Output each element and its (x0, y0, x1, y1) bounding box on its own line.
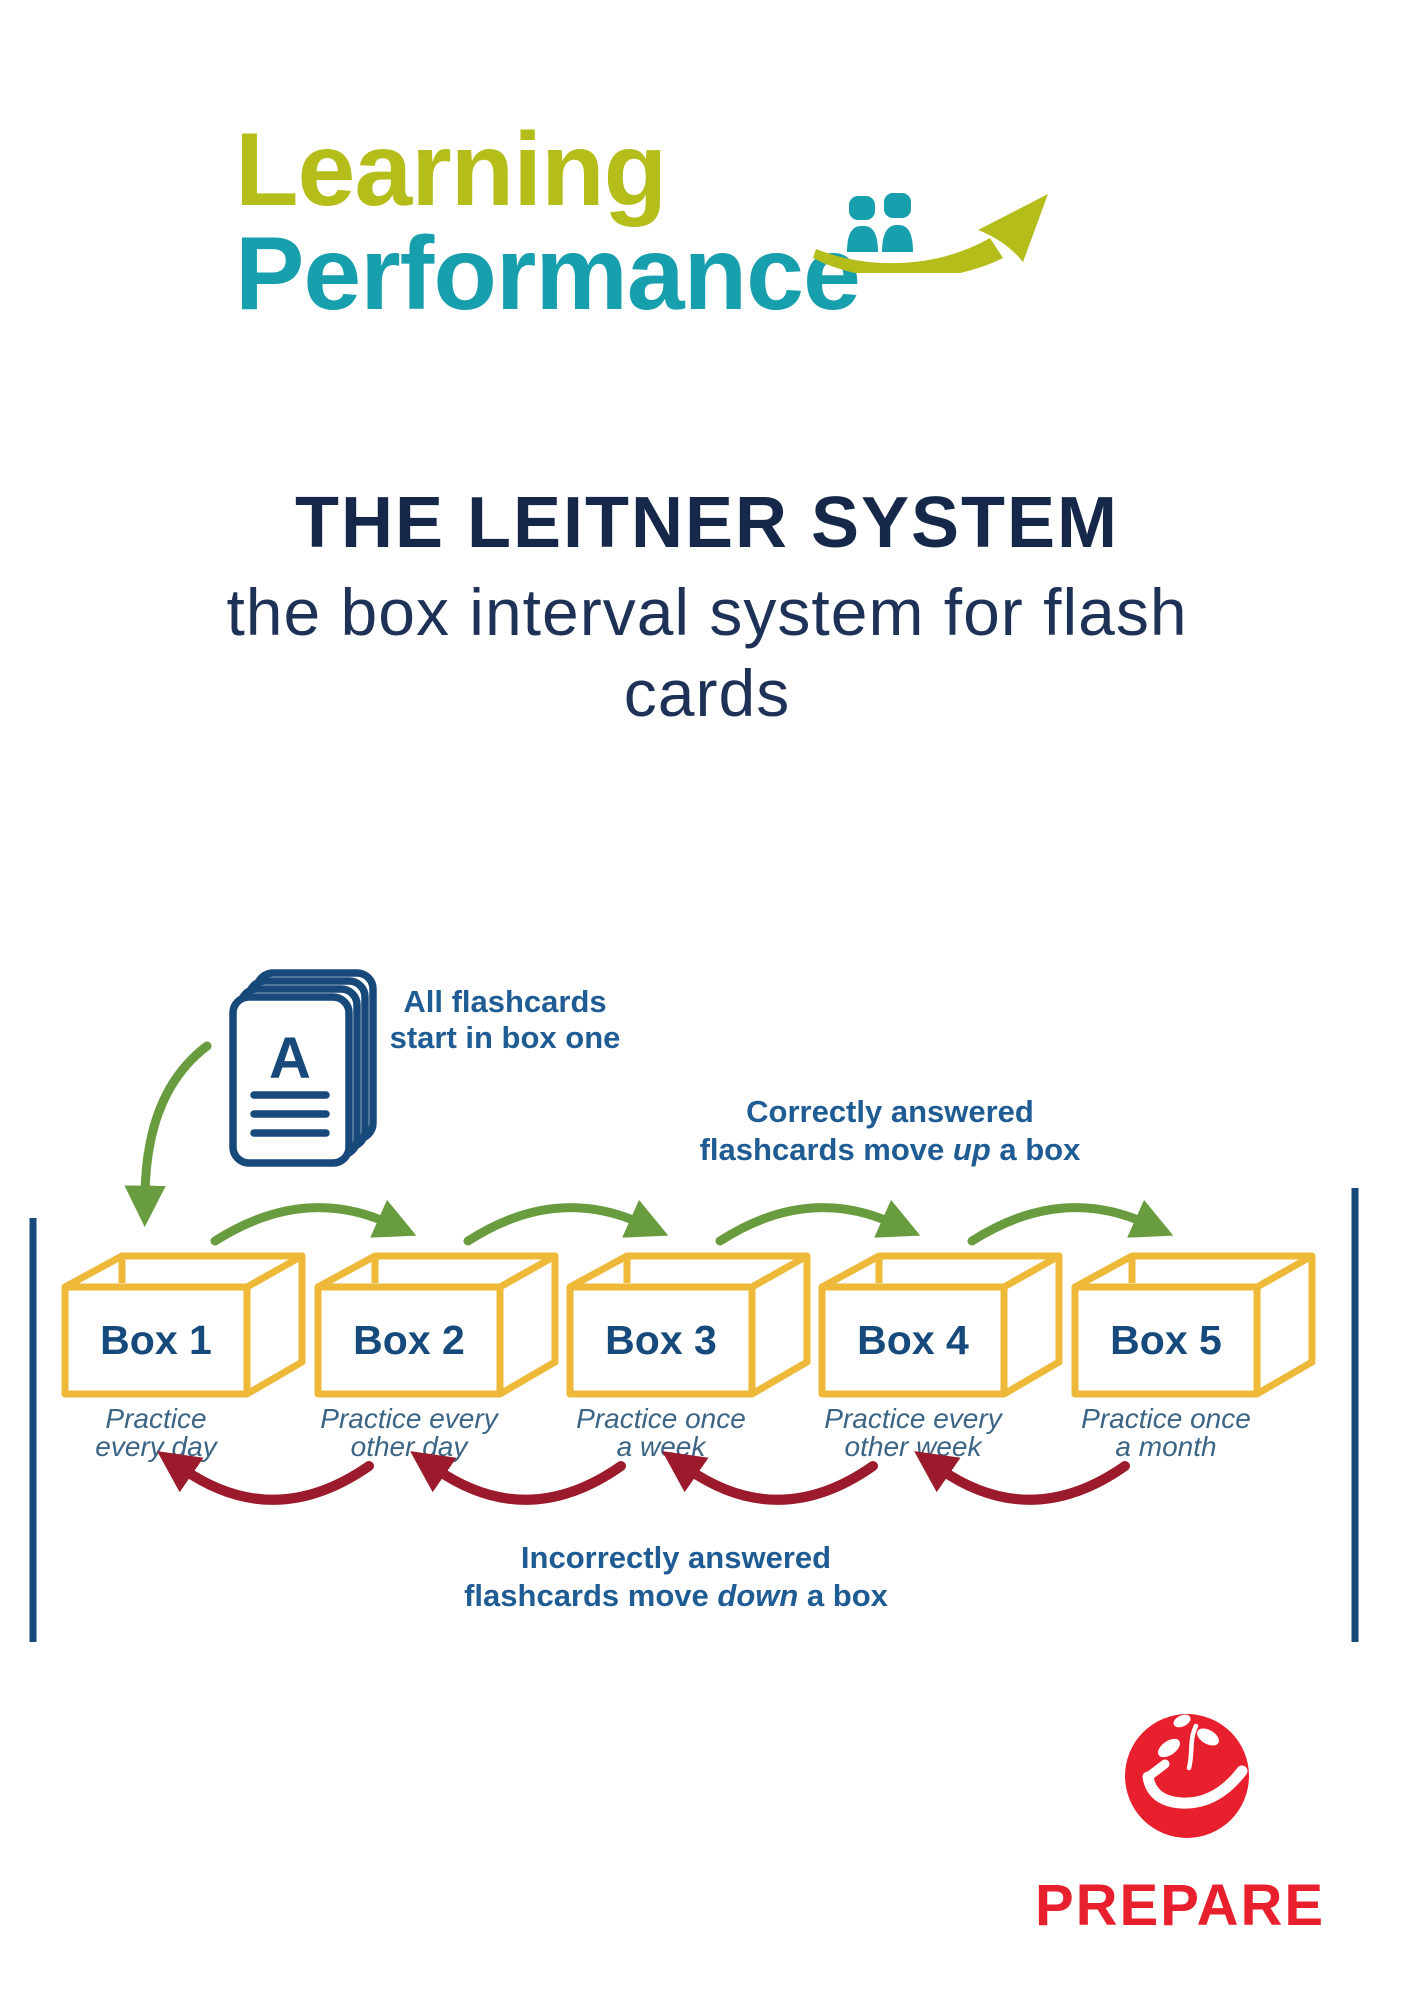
page-subtitle-line1: the box interval system for flash (226, 575, 1188, 649)
box-label: Box 5 (1110, 1317, 1222, 1363)
practice-label: Practice once a month (1081, 1403, 1251, 1462)
down-arrow-2 (410, 1451, 626, 1505)
svg-text:All flashcards: All flashcards (403, 984, 606, 1019)
brand-word-performance: Performance (235, 216, 861, 332)
up-arrow-2 (463, 1199, 669, 1246)
svg-text:other day: other day (351, 1431, 470, 1462)
prepare-logo (1125, 1714, 1249, 1838)
svg-text:Practice every: Practice every (320, 1403, 499, 1434)
practice-label: Practice every other day (320, 1403, 499, 1462)
down-arrow-3 (662, 1451, 878, 1505)
box-label: Box 4 (857, 1317, 969, 1363)
start-arrow (124, 1041, 212, 1228)
leitner-diagram: A All flashcards start in box one Correc… (29, 969, 1359, 1642)
up-arrow-1 (210, 1199, 417, 1246)
start-note: All flashcards start in box one (390, 984, 621, 1055)
flashcard-text-lines (250, 1091, 330, 1137)
box-1 (61, 1252, 306, 1398)
svg-text:Practice once: Practice once (1081, 1403, 1251, 1434)
prepare-circle-icon (1125, 1714, 1249, 1838)
page-subtitle: the box interval system for flash cards (0, 572, 1414, 733)
prepare-wordmark: PREPARE (1034, 1873, 1326, 1938)
up-arrow-4 (967, 1199, 1174, 1246)
svg-text:flashcards move up a box: flashcards move up a box (700, 1132, 1082, 1167)
correct-note: Correctly answered flashcards move up a … (700, 1094, 1082, 1167)
svg-text:Incorrectly answered: Incorrectly answered (521, 1540, 831, 1575)
practice-label: Practice every other week (824, 1403, 1003, 1462)
svg-text:start in box one: start in box one (390, 1020, 621, 1055)
svg-text:flashcards move down a box: flashcards move down a box (464, 1578, 889, 1613)
swoosh-arrow-icon (813, 194, 1048, 273)
svg-text:Practice: Practice (105, 1403, 206, 1434)
page-title: THE LEITNER SYSTEM (294, 483, 1120, 563)
flashcard-letter: A (269, 1026, 311, 1091)
practice-label: Practice once a week (576, 1403, 746, 1462)
plant-hand-icon (1142, 1714, 1248, 1809)
down-arrow-4 (914, 1451, 1130, 1505)
page-subtitle-line2: cards (623, 655, 791, 730)
brand-word-learning: Learning (235, 112, 667, 228)
box-2 (314, 1252, 559, 1398)
people-icon (847, 193, 913, 252)
svg-text:a week: a week (617, 1431, 708, 1462)
svg-text:a month: a month (1115, 1431, 1216, 1462)
box-3 (566, 1252, 811, 1398)
svg-text:every day: every day (95, 1431, 218, 1462)
box-4 (818, 1252, 1063, 1398)
box-label: Box 3 (605, 1317, 717, 1363)
practice-label: Practice every day (95, 1403, 218, 1462)
down-arrow-1 (157, 1451, 374, 1505)
flashcards-stack-icon (229, 969, 377, 1167)
svg-text:Practice every: Practice every (824, 1403, 1003, 1434)
up-arrow-3 (715, 1199, 921, 1246)
brand-mark (813, 193, 1048, 273)
svg-text:other week: other week (845, 1431, 984, 1462)
box-label: Box 1 (100, 1317, 212, 1363)
box-5 (1071, 1252, 1316, 1398)
incorrect-note: Incorrectly answered flashcards move dow… (464, 1540, 889, 1613)
svg-text:Practice once: Practice once (576, 1403, 746, 1434)
box-label: Box 2 (353, 1317, 465, 1363)
svg-text:Correctly answered: Correctly answered (746, 1094, 1034, 1129)
